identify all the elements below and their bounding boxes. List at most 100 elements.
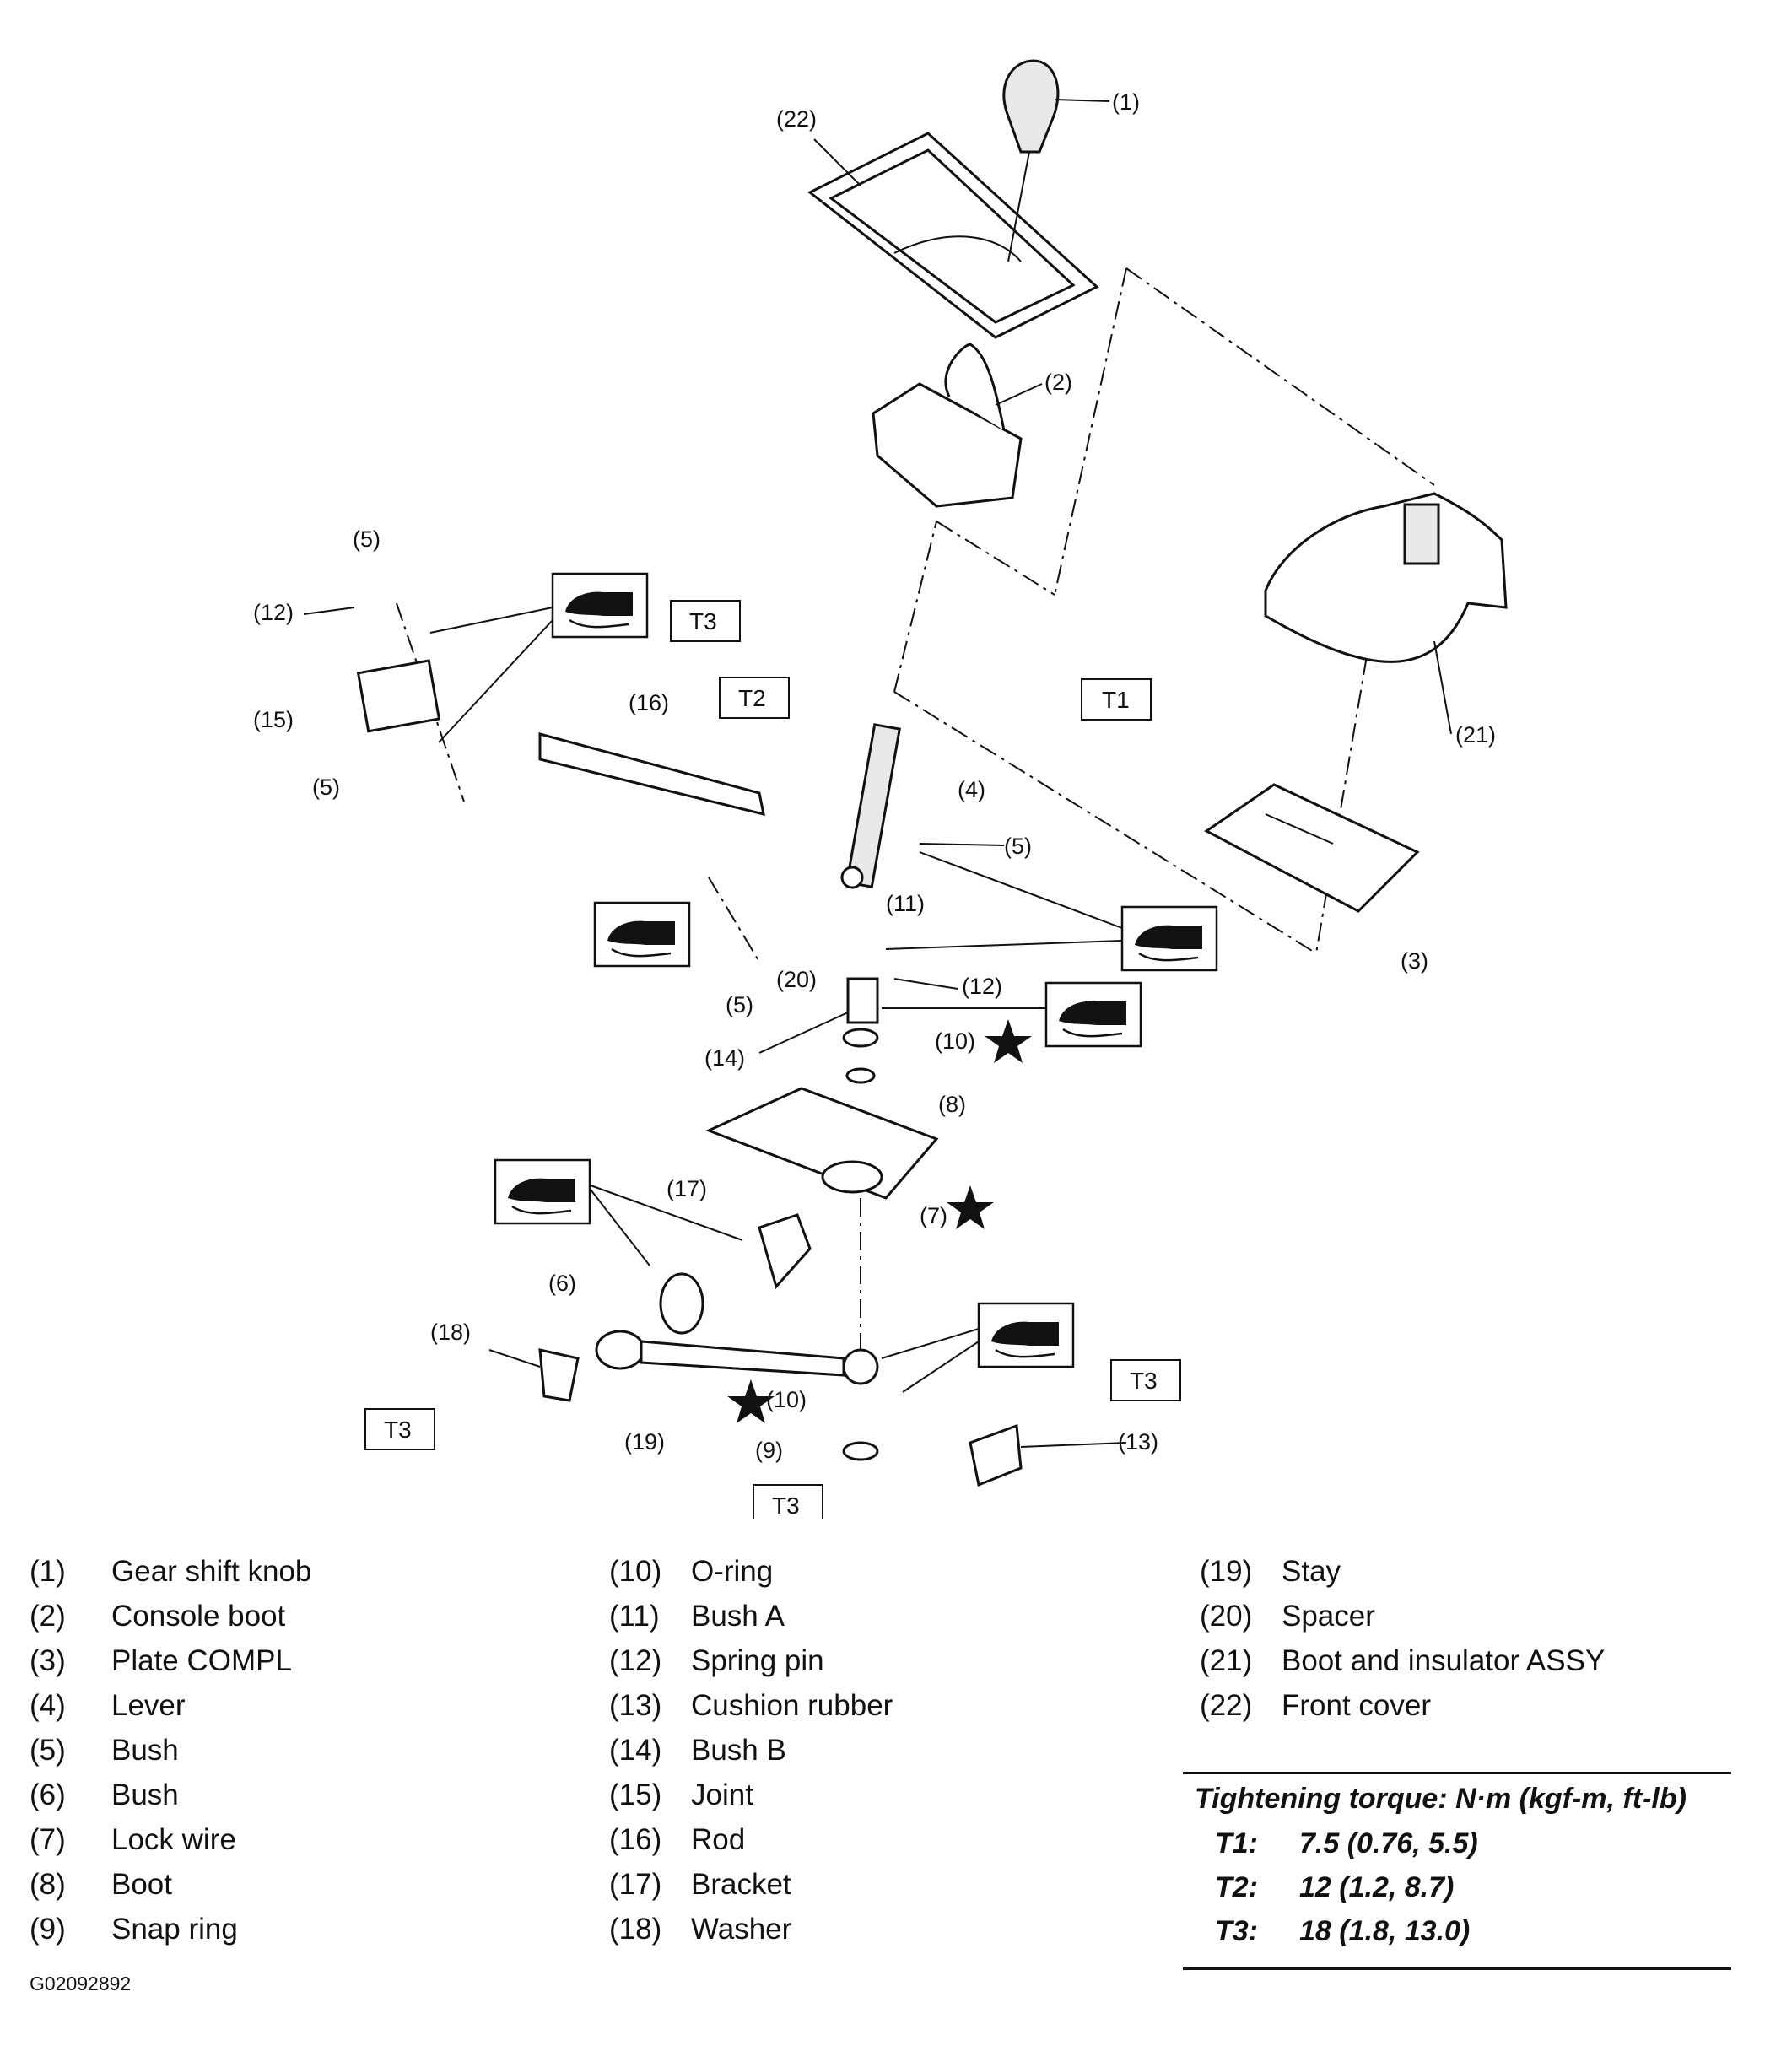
legend-column: (10)O-ring (11)Bush A (12)Spring pin (13…: [609, 1555, 893, 1957]
callout-13: (13): [1118, 1429, 1158, 1455]
legend-item: (7)Lock wire: [30, 1823, 236, 1856]
washer-part: [538, 1348, 580, 1402]
stay-part: [595, 1330, 879, 1385]
callout-4: (4): [958, 777, 985, 802]
callout-5: (5): [1004, 834, 1032, 859]
boot-insulator-part: [1264, 492, 1508, 663]
legend-item: (12)Spring pin: [609, 1644, 824, 1677]
legend-item: (8)Boot: [30, 1868, 172, 1901]
callout-1: (1): [1112, 89, 1140, 115]
legend-item: (13)Cushion rubber: [609, 1689, 893, 1722]
star-markers: [727, 1019, 1032, 1423]
star-icon: [985, 1019, 1032, 1063]
grease-gun-icon: [551, 572, 649, 639]
bracket-part: [758, 1213, 812, 1290]
exploded-view-diagram: (1) (22) (2) (5) (12) (15) (5) (16) (4) …: [253, 59, 1508, 1519]
star-icon: [947, 1185, 994, 1229]
legend-item: (14)Bush B: [609, 1734, 786, 1767]
boot-part: [705, 1087, 939, 1200]
legend-item: (21)Boot and insulator ASSY: [1200, 1644, 1606, 1677]
grease-gun-icon: [593, 901, 691, 968]
callout-6: (6): [548, 1271, 576, 1296]
grease-gun-icon: [1120, 905, 1218, 972]
legend-item: (20)Spacer: [1200, 1600, 1375, 1633]
figure-code: G02092892: [30, 1973, 132, 1994]
legend-item: (1)Gear shift knob: [30, 1555, 312, 1588]
legend-item: (15)Joint: [609, 1778, 753, 1811]
callout-7: (7): [920, 1203, 947, 1228]
callout-3: (3): [1401, 948, 1428, 974]
svg-text:T3: T3: [1130, 1368, 1158, 1394]
legend-item: (5)Bush: [30, 1734, 179, 1767]
callout-12: (12): [253, 600, 294, 625]
snap-ring-part: [842, 1441, 879, 1461]
console-boot-part: [872, 343, 1023, 508]
svg-text:T3: T3: [384, 1417, 412, 1443]
callout-20: (20): [776, 967, 817, 992]
legend-column: (1)Gear shift knob (2)Console boot (3)Pl…: [30, 1555, 311, 1957]
cushion-rubber-part: [969, 1423, 1023, 1487]
bush-part: [659, 1272, 704, 1335]
joint-part: [356, 659, 441, 733]
callout-10: (10): [766, 1387, 807, 1412]
legend-item: (9)Snap ring: [30, 1913, 238, 1946]
callout-9: (9): [755, 1438, 783, 1463]
legend-item: (6)Bush: [30, 1778, 179, 1811]
callout-11: (11): [886, 891, 925, 916]
legend-item: (3)Plate COMPL: [30, 1644, 292, 1677]
torque-table: Tightening torque: N·m (kgf-m, ft-lb) T1…: [1183, 1772, 1731, 1970]
svg-text:T3: T3: [689, 608, 717, 634]
grease-gun-icon: [1044, 981, 1142, 1048]
grease-gun-icon: [977, 1302, 1075, 1368]
grease-icons: [429, 572, 1218, 1393]
torque-row: T1:7.5 (0.76, 5.5): [1215, 1827, 1478, 1859]
callout-18: (18): [430, 1320, 471, 1345]
torque-tag-t3: T3: [670, 600, 741, 642]
torque-row: T2:12 (1.2, 8.7): [1215, 1871, 1455, 1903]
svg-text:T3: T3: [772, 1492, 800, 1519]
svg-text:T2: T2: [738, 685, 766, 711]
grease-gun-icon: [494, 1158, 591, 1225]
legend-item: (18)Washer: [609, 1913, 792, 1946]
callout-8: (8): [938, 1092, 966, 1117]
legend-item: (10)O-ring: [609, 1555, 774, 1588]
callout-14: (14): [704, 1045, 745, 1071]
bush-b-part: [842, 977, 879, 1084]
legend-item: (11)Bush A: [609, 1600, 785, 1633]
torque-tag-t2: T2: [719, 677, 790, 719]
legend-item: (2)Console boot: [30, 1600, 286, 1633]
torque-tag-t3: T3: [753, 1484, 823, 1519]
callout-5: (5): [312, 775, 340, 800]
plate-compl-part: [1204, 783, 1420, 913]
rod-part: [538, 732, 765, 817]
torque-tag-t1: T1: [1081, 678, 1152, 721]
callout-19: (19): [624, 1429, 665, 1455]
front-cover-part: [807, 132, 1099, 339]
legend-item: (22)Front cover: [1200, 1689, 1431, 1722]
parts-legend: (1)Gear shift knob (2)Console boot (3)Pl…: [0, 1555, 1792, 1946]
svg-text:T1: T1: [1102, 687, 1130, 713]
callout-16: (16): [629, 690, 669, 715]
callout-15: (15): [253, 707, 294, 732]
lever-part: [840, 723, 902, 889]
callout-21: (21): [1455, 722, 1496, 748]
callout-leaders: [303, 99, 1452, 1448]
callout-12: (12): [962, 974, 1002, 999]
legend-column: (19)Stay (20)Spacer (21)Boot and insulat…: [1200, 1555, 1605, 1734]
assembly-guide-lines: [396, 267, 1435, 1350]
callout-10: (10): [935, 1028, 975, 1054]
callout-5: (5): [726, 992, 753, 1017]
callout-22: (22): [776, 106, 817, 132]
gear-shift-knob-part: [1002, 59, 1060, 262]
torque-tag-t3: T3: [1110, 1359, 1181, 1401]
torque-row: T3:18 (1.8, 13.0): [1215, 1915, 1471, 1947]
legend-item: (4)Lever: [30, 1689, 186, 1722]
torque-tag-t3: T3: [364, 1408, 435, 1450]
callout-17: (17): [667, 1176, 707, 1201]
callout-5: (5): [353, 526, 381, 552]
legend-item: (16)Rod: [609, 1823, 746, 1856]
legend-item: (17)Bracket: [609, 1868, 791, 1901]
star-icon: [727, 1379, 775, 1423]
callout-2: (2): [1044, 370, 1072, 395]
legend-item: (19)Stay: [1200, 1555, 1341, 1588]
